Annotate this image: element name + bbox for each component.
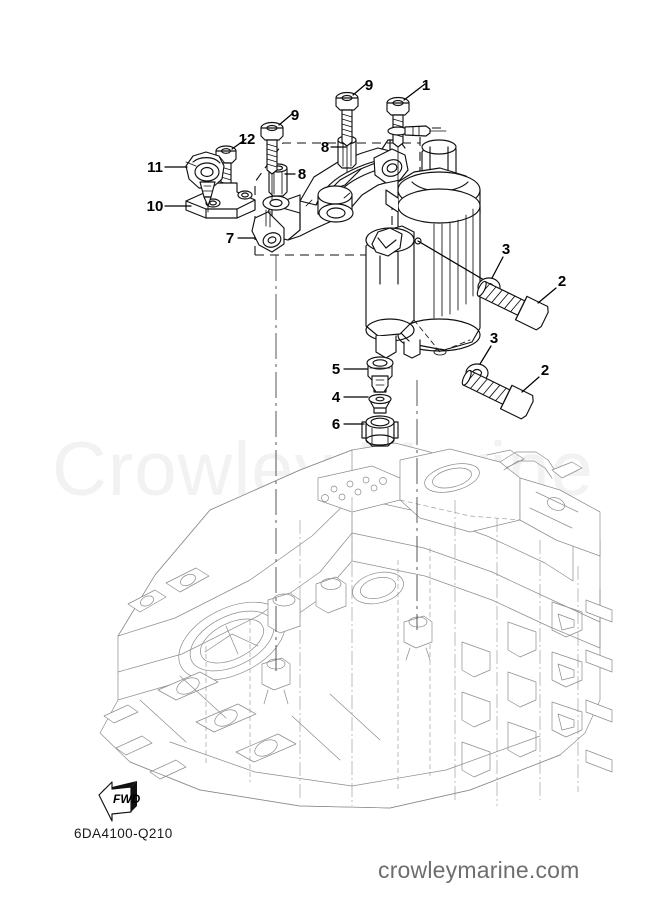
callout-leaders [164, 83, 557, 425]
callout-6: 6 [332, 416, 340, 433]
starter-bracket-part-7 [251, 139, 409, 253]
callout-2a: 2 [558, 273, 566, 290]
starter-motor [365, 139, 490, 359]
cable-clamp-part-11 [185, 151, 225, 213]
fwd-arrow-marker: FWD [98, 781, 141, 822]
centerlines [275, 255, 418, 672]
callout-8a: 8 [321, 139, 329, 156]
callout-3b: 3 [490, 330, 498, 347]
callout-1: 1 [422, 77, 430, 94]
callout-5: 5 [332, 361, 340, 378]
fwd-label: FWD [113, 792, 141, 806]
callout-12: 12 [239, 131, 256, 148]
terminal-clip [387, 125, 447, 137]
footer-site-label: crowleymarine.com [378, 857, 580, 883]
bolt-part-9-left [260, 121, 284, 201]
callout-2b: 2 [541, 362, 549, 379]
bracket-plate-part-10 [185, 182, 256, 219]
callout-9a: 9 [365, 77, 373, 94]
callout-3a: 3 [502, 241, 510, 258]
washer-part-4 [368, 393, 392, 414]
callout-7: 7 [226, 230, 234, 247]
callout-4: 4 [332, 389, 341, 406]
bolt-part-2-lower [461, 369, 534, 420]
diagram-part-number: 6DA4100-Q210 [74, 826, 173, 841]
callout-11: 11 [147, 159, 163, 176]
callout-numbers: 1 9 9 12 11 10 8 8 7 3 2 3 2 5 4 6 [147, 77, 567, 433]
callout-9b: 9 [291, 107, 299, 124]
rubber-mount-part-5 [366, 356, 394, 393]
callout-10: 10 [147, 198, 164, 215]
engine-block-illustration [99, 442, 613, 809]
collar-part-6 [361, 415, 399, 447]
bolt-part-2-upper [476, 280, 549, 331]
callout-8b: 8 [298, 166, 306, 183]
